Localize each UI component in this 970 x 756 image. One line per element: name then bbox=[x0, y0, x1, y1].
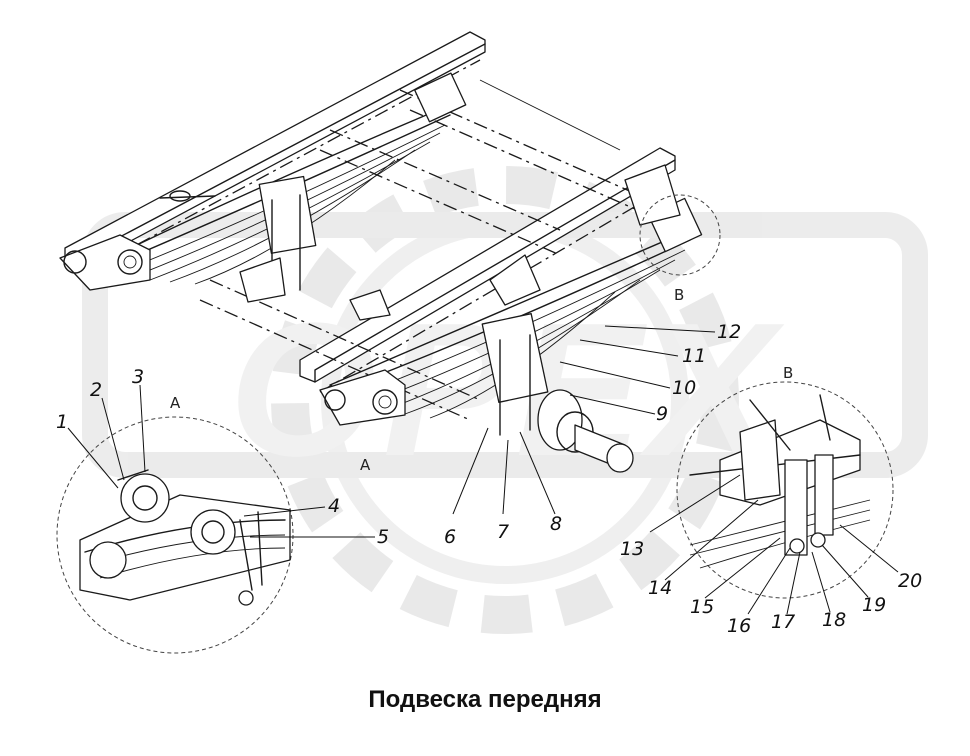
callout-20: 20 bbox=[898, 570, 922, 592]
callout-17: 17 bbox=[771, 611, 795, 633]
callout-5: 5 bbox=[377, 526, 389, 548]
callout-8: 8 bbox=[550, 513, 562, 535]
callout-9: 9 bbox=[656, 403, 668, 425]
axle-hub bbox=[159, 190, 634, 473]
left-leaf-spring bbox=[109, 72, 467, 291]
callout-14: 14 bbox=[648, 577, 672, 599]
frame-brackets bbox=[239, 164, 681, 321]
callout-15: 15 bbox=[690, 596, 714, 618]
callout-10: 10 bbox=[672, 377, 696, 399]
view-label-a-detail: A bbox=[170, 394, 181, 412]
callout-2: 2 bbox=[90, 379, 102, 401]
frame-cross-members bbox=[199, 79, 661, 421]
callout-leaders bbox=[67, 325, 899, 615]
view-label-b-main: B bbox=[674, 286, 684, 304]
diagram-caption: Подвеска передняя bbox=[368, 686, 602, 713]
detail-marker-b bbox=[639, 194, 721, 276]
frame-right-rail bbox=[299, 147, 676, 393]
view-label-b-detail: B bbox=[783, 364, 793, 382]
callout-12: 12 bbox=[717, 321, 741, 343]
right-spring-eye bbox=[319, 369, 406, 426]
detail-view-b bbox=[676, 381, 894, 599]
right-leaf-spring bbox=[329, 197, 703, 436]
view-label-a-main: A bbox=[360, 456, 371, 474]
left-spring-eye bbox=[59, 234, 151, 291]
callout-13: 13 bbox=[620, 538, 644, 560]
callout-1: 1 bbox=[56, 411, 68, 433]
callout-19: 19 bbox=[862, 594, 886, 616]
callout-3: 3 bbox=[132, 366, 144, 388]
callout-18: 18 bbox=[822, 609, 846, 631]
callout-11: 11 bbox=[682, 345, 706, 367]
callout-7: 7 bbox=[497, 521, 509, 543]
callout-16: 16 bbox=[727, 615, 751, 637]
callout-4: 4 bbox=[328, 495, 340, 517]
callout-6: 6 bbox=[444, 526, 456, 548]
callout-numbers: 1 2 3 4 5 6 7 8 9 10 11 12 13 14 15 16 1… bbox=[56, 321, 922, 637]
detail-view-a bbox=[56, 416, 294, 654]
